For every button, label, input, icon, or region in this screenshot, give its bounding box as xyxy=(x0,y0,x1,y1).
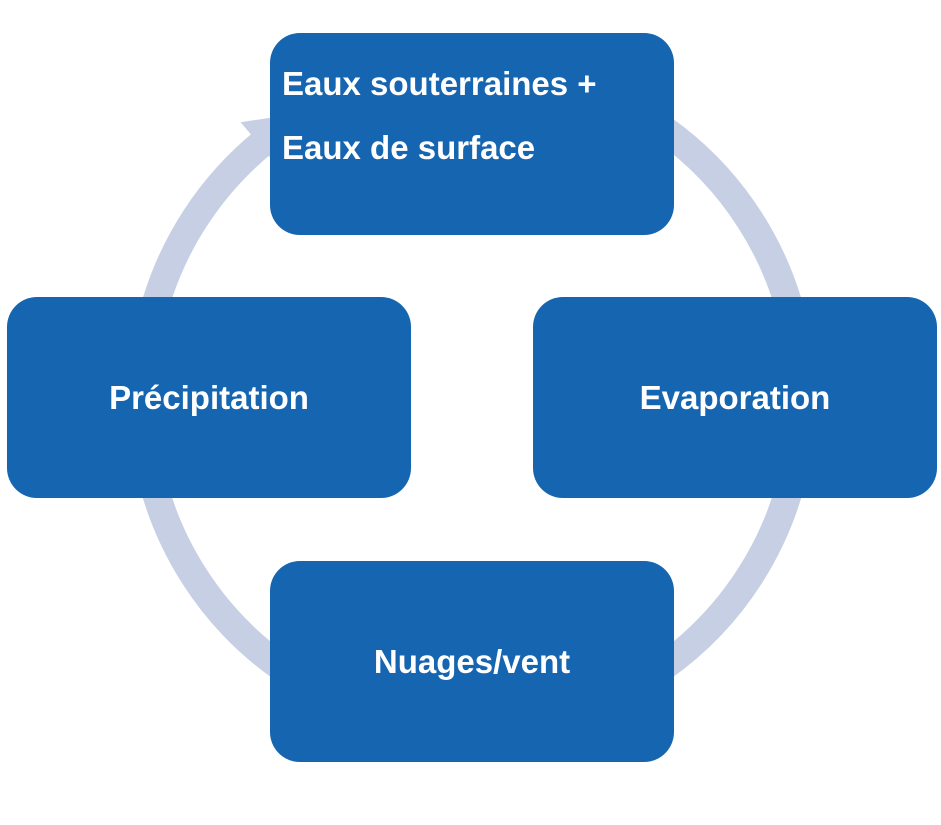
node-precipitation: Précipitation xyxy=(7,297,411,498)
node-clouds-wind-label: Nuages/vent xyxy=(373,642,571,680)
node-top-line-1: Eaux souterraines + xyxy=(282,65,597,102)
node-top-line-2: Eaux de surface xyxy=(282,129,536,166)
node-evaporation: Evaporation xyxy=(533,297,937,498)
node-precipitation-label: Précipitation xyxy=(109,378,309,416)
node-evaporation-label: Evaporation xyxy=(639,378,831,416)
node-clouds-wind: Nuages/vent xyxy=(270,561,674,762)
node-groundwater-surfacewater: Eaux souterraines + Eaux de surface xyxy=(270,33,674,235)
